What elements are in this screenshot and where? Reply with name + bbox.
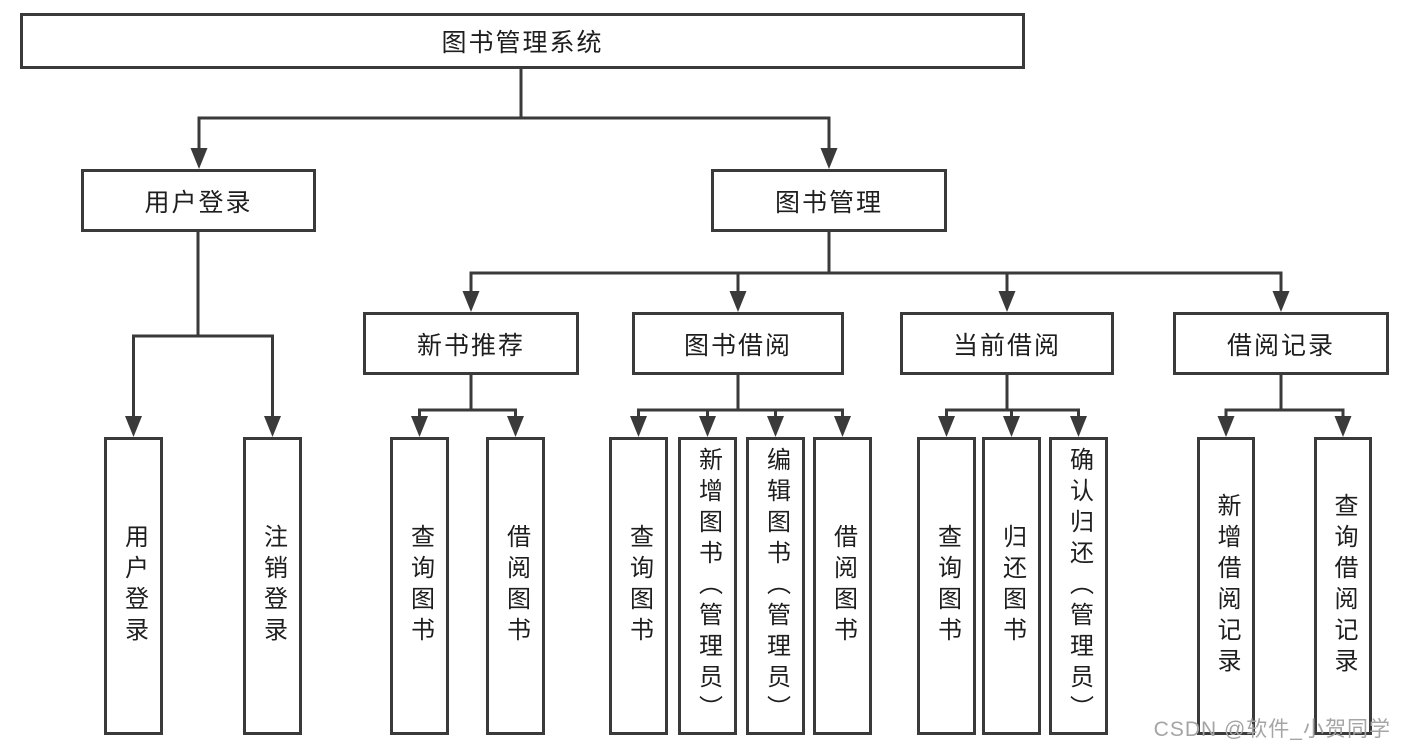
leaf-current-return-books: 归还图书	[982, 437, 1041, 735]
node-book-management: 图书管理	[711, 169, 947, 232]
connector-root	[197, 67, 831, 152]
leaf-current-query-books: 查询图书	[917, 437, 976, 735]
node-new-book-recommend: 新书推荐	[363, 312, 579, 375]
leaf-borrow-query-books: 查询图书	[609, 437, 668, 735]
arrowheads	[125, 148, 1352, 437]
node-borrow-records: 借阅记录	[1173, 312, 1389, 375]
leaf-current-confirm-return-admin: 确认归还（管理员）	[1049, 437, 1108, 735]
leaf-borrow-edit-books-admin: 编辑图书（管理员）	[746, 437, 805, 735]
node-book-borrow: 图书借阅	[632, 312, 844, 375]
connector-book-management	[469, 230, 1283, 295]
leaf-newbook-borrow-books: 借阅图书	[486, 437, 545, 735]
leaf-user-login: 用户登录	[104, 437, 163, 735]
leaf-records-query: 查询借阅记录	[1314, 437, 1372, 735]
connector-user-login	[132, 230, 274, 420]
node-root: 图书管理系统	[20, 13, 1025, 69]
leaf-newbook-query-books: 查询图书	[390, 437, 449, 735]
connector-current-borrow	[945, 373, 1080, 420]
connector-book-borrow	[637, 373, 844, 420]
leaf-borrow-borrow-books: 借阅图书	[813, 437, 872, 735]
connector-borrow-records	[1224, 373, 1345, 420]
leaf-borrow-add-books-admin: 新增图书（管理员）	[678, 437, 737, 735]
leaf-logout: 注销登录	[243, 437, 302, 735]
leaf-records-add: 新增借阅记录	[1197, 437, 1255, 735]
node-current-borrow: 当前借阅	[900, 312, 1114, 375]
node-user-login: 用户登录	[81, 169, 316, 232]
connector-new-book	[418, 373, 517, 420]
csdn-watermark: CSDN @软件_小贺同学	[1153, 718, 1391, 741]
